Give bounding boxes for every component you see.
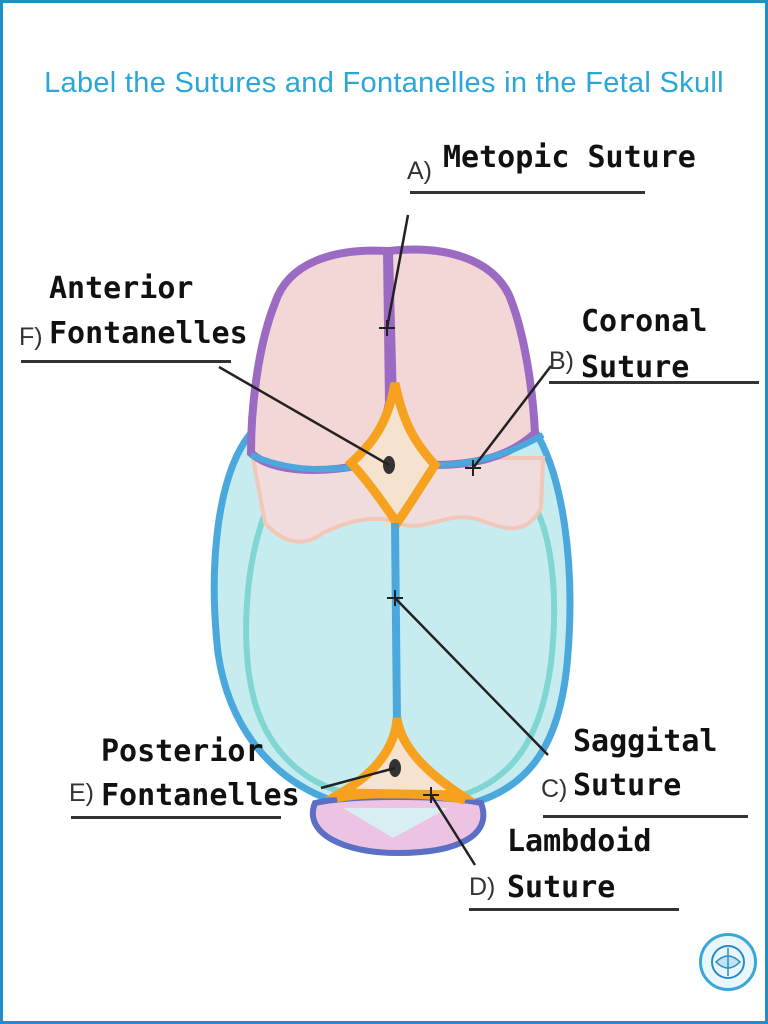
label-c-answer-line[interactable] bbox=[543, 815, 748, 818]
label-a-letter: A) bbox=[407, 157, 432, 185]
occipital-inner bbox=[343, 808, 448, 838]
label-d-text-line2: Suture bbox=[507, 870, 616, 905]
label-e-answer-line[interactable] bbox=[71, 816, 281, 819]
pointer-lambdoid bbox=[429, 794, 477, 866]
pointer-ticks bbox=[379, 320, 481, 803]
label-a-answer-line[interactable] bbox=[410, 191, 645, 194]
label-a-text: Metopic Suture bbox=[443, 140, 696, 175]
label-c-text-line1: Saggital bbox=[573, 724, 718, 759]
pointer-metopic bbox=[385, 214, 410, 329]
pointer-coronal bbox=[472, 365, 552, 469]
sagittal-suture-line bbox=[391, 522, 401, 724]
label-f-text-line2: Fontanelles bbox=[49, 316, 248, 351]
lambdoid-suture-line bbox=[336, 791, 466, 805]
page-title: Label the Sutures and Fontanelles in the… bbox=[44, 67, 724, 99]
label-f-text-line1: Anterior bbox=[49, 271, 194, 306]
label-e-text-line1: Posterior bbox=[101, 734, 264, 769]
label-d-letter: D) bbox=[469, 873, 496, 901]
logo-mark-icon bbox=[711, 945, 745, 979]
label-b-letter: B) bbox=[549, 347, 574, 375]
circle-logo-icon bbox=[699, 933, 757, 991]
pointer-posterior-fontanelle bbox=[320, 766, 396, 790]
label-d-text-line1: Lambdoid bbox=[507, 824, 652, 859]
label-d-answer-line[interactable] bbox=[469, 908, 679, 911]
pointer-sagittal bbox=[394, 597, 549, 756]
pointer-anterior-fontanelle bbox=[218, 365, 390, 467]
label-b-answer-line[interactable] bbox=[549, 381, 759, 384]
label-e-text-line2: Fontanelles bbox=[101, 778, 300, 813]
fetal-skull-diagram bbox=[210, 214, 574, 866]
label-b-text-line2: Suture bbox=[581, 350, 690, 385]
label-f-letter: F) bbox=[19, 323, 43, 351]
label-f-answer-line[interactable] bbox=[21, 360, 231, 363]
label-c-letter: C) bbox=[541, 775, 568, 803]
pointer-lines bbox=[218, 214, 552, 866]
frontal-bone-left bbox=[246, 246, 394, 474]
label-b-text-line1: Coronal bbox=[581, 304, 708, 339]
label-c-text-line2: Suture bbox=[573, 768, 682, 803]
label-e-letter: E) bbox=[69, 779, 94, 807]
